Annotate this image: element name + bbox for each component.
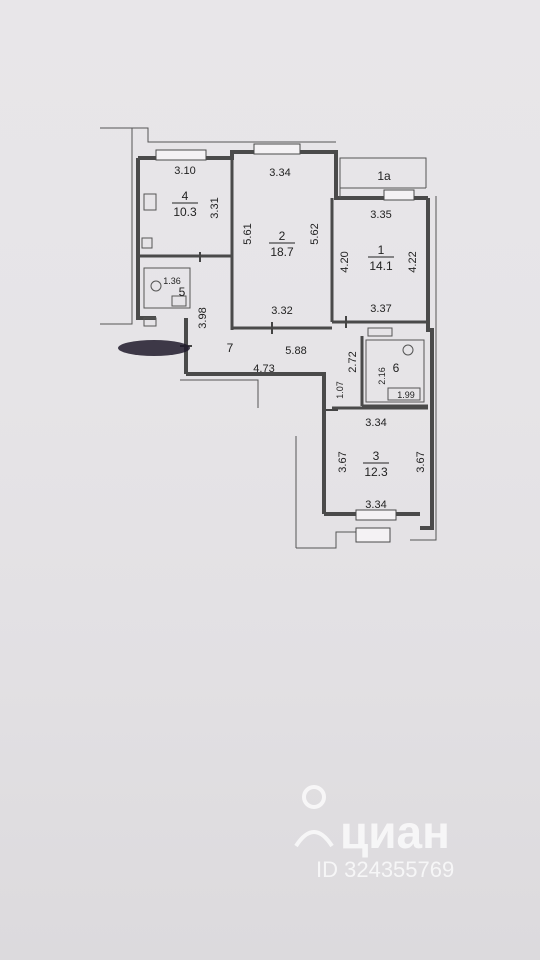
room-labels: 4 10.3 2 18.7 1 14.1 3 12.3 5 6 7 1a: [172, 169, 400, 479]
outer-line-hall: [180, 379, 259, 408]
dim-room2-right: 5.62: [309, 223, 321, 244]
dim-room3-top: 3.34: [365, 417, 386, 429]
outer-wall-right: [420, 198, 434, 530]
thin-lines: [100, 127, 437, 549]
dim-room1-bottom: 3.37: [370, 303, 391, 315]
room-3-area: 12.3: [364, 465, 388, 479]
outer-line-right: [410, 196, 437, 541]
bathtub6-icon: [387, 387, 421, 401]
outer-line-left: [100, 127, 133, 325]
dim-room2-top: 3.34: [269, 167, 290, 179]
dim-hall-left: 3.98: [197, 307, 209, 328]
bath6-box: [365, 339, 425, 403]
watermark-brand: циан: [340, 806, 450, 858]
dim-hall-length: 5.88: [285, 345, 306, 357]
ink-smudge: [118, 340, 190, 356]
room-1-number: 1: [378, 243, 385, 257]
dim-bath6-bottom: 1.99: [397, 390, 415, 400]
toilet5-icon: [150, 280, 162, 292]
dim-room3-right: 3.67: [415, 451, 427, 472]
wall-hall-bottom: [186, 372, 326, 514]
outer-line-bottom: [296, 531, 360, 549]
window-room3: [355, 509, 397, 521]
balcony-room3: [355, 527, 391, 543]
dim-hall-bottom: 4.73: [253, 363, 274, 375]
room-3-number: 3: [373, 449, 380, 463]
room-4-number: 4: [182, 189, 189, 203]
sink5-icon: [171, 295, 187, 307]
dim-room1-top: 3.35: [370, 209, 391, 221]
interior-walls: [138, 158, 428, 410]
room-5-number: 5: [179, 285, 186, 299]
pin-user-icon: [294, 785, 334, 848]
room-2-area: 18.7: [270, 245, 294, 259]
toilet6-icon: [402, 344, 414, 356]
shelf-bath6-icon: [367, 327, 393, 337]
dimension-labels: 3.10 3.31 3.34 5.61 5.62 3.32 3.35 4.20 …: [163, 165, 427, 511]
fixtures: [141, 193, 425, 403]
stove-icon: [141, 237, 153, 249]
dim-room1-left: 4.20: [339, 251, 351, 272]
dim-bath6-left: 2.72: [347, 351, 359, 372]
window-room1: [383, 189, 415, 201]
dim-room3-bottom: 3.34: [365, 499, 386, 511]
hall-niche: [143, 317, 157, 327]
windows: [155, 143, 415, 543]
watermark: циан ID 324355769: [294, 785, 454, 882]
dim-corridor: 1.07: [335, 381, 345, 399]
dim-room2-left: 5.61: [242, 223, 254, 244]
room-1a-number: 1a: [377, 169, 391, 183]
dim-room3-left: 3.67: [337, 451, 349, 472]
window-room2: [253, 143, 301, 155]
room-7-number: 7: [227, 341, 234, 355]
dim-bath6-inner: 2.16: [377, 367, 387, 385]
room-1-area: 14.1: [369, 259, 393, 273]
balcony-outline: [339, 157, 427, 198]
bath5-box: [143, 267, 191, 309]
radiator-icon: [143, 193, 157, 211]
room-6-number: 6: [393, 361, 400, 375]
room-4-area: 10.3: [173, 205, 197, 219]
dim-room1-right: 4.22: [407, 251, 419, 272]
dim-room4-top: 3.10: [174, 165, 195, 177]
window-room4: [155, 149, 207, 161]
watermark-id: ID 324355769: [316, 857, 454, 882]
door-marks: [180, 252, 347, 411]
dim-bath5: 1.36: [163, 276, 181, 286]
dim-room2-bottom: 3.32: [271, 305, 292, 317]
dim-room4-side: 3.31: [209, 197, 221, 218]
outer-line-top: [132, 127, 336, 143]
room-2-number: 2: [279, 229, 286, 243]
